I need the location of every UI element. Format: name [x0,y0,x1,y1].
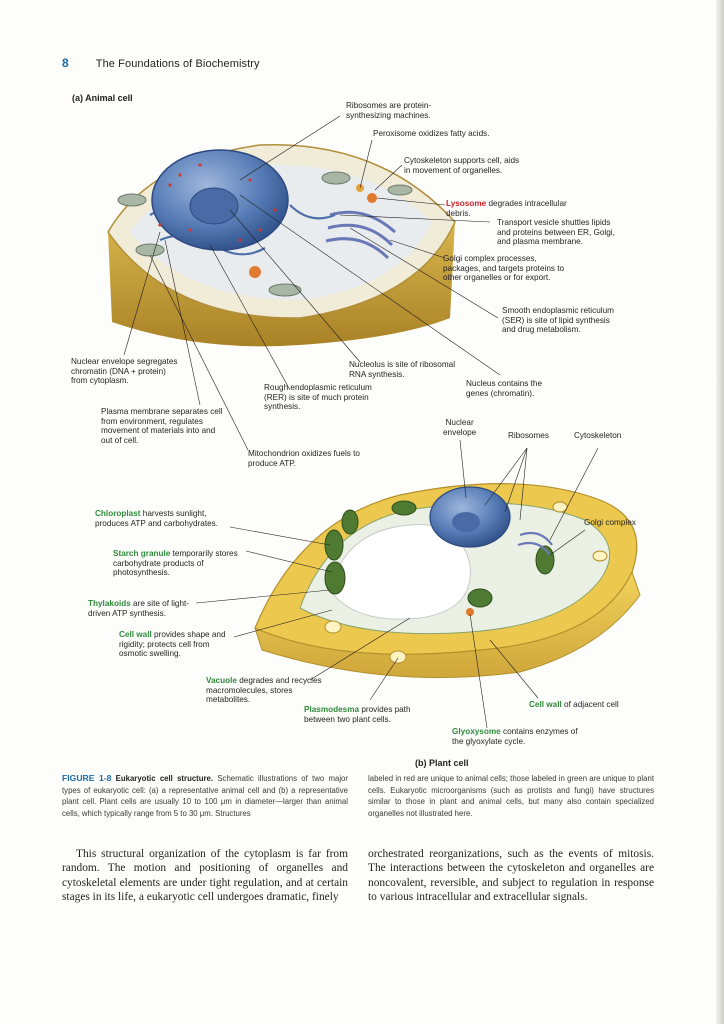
label-glyoxysome: Glyoxysome contains enzymes of the glyox… [452,727,578,746]
label-nuclear-envelope-animal: Nuclear envelope segregates chromatin (D… [71,357,178,386]
plant-leader-lines [195,439,599,729]
label-chloroplast-text: harvests sunlight, produces ATP and carb… [95,509,219,528]
label-ribosomes-plant: Ribosomes [508,431,549,440]
lysosome [367,193,377,203]
plant-golgi [517,531,553,556]
label-cell-wall-text: provides shape and rigidity; protects ce… [119,630,226,659]
label-plasma-membrane: Plasma membrane separates cell from envi… [101,407,223,445]
vacuole [329,524,471,620]
label-starch-granule: Starch granule temporarily stores carboh… [113,549,238,578]
golgi-stack [325,210,397,260]
term-lysosome: Lysosome [446,199,487,208]
animal-nucleolus [189,187,239,225]
wall-pits [324,501,608,664]
label-golgi-animal: Golgi complex processes, packages, and t… [443,254,565,283]
panel-b-title: (b) Plant cell [415,758,469,768]
term-plasmodesma: Plasmodesma [304,705,360,714]
plant-nucleolus [452,512,480,532]
label-chloroplast: Chloroplast harvests sunlight, produces … [95,509,218,528]
page-number: 8 [62,56,69,70]
label-nucleolus: Nucleolus is site of ribosomal RNA synth… [349,360,456,379]
label-adjacent-cell-wall: Cell wall of adjacent cell [529,700,619,710]
chloroplasts [324,500,555,608]
label-transport-vesicle: Transport vesicle shuttles lipids and pr… [497,218,615,247]
label-thylakoids-text: are site of light- driven ATP synthesis. [88,599,190,618]
term-adjacent-cell-wall: Cell wall [529,700,562,709]
label-rer: Rough endoplasmic reticulum (RER) is sit… [264,383,372,412]
animal-leader-lines [123,115,501,451]
label-golgi-plant: Golgi complex [584,518,636,527]
label-cell-wall: Cell wall provides shape and rigidity; p… [119,630,226,659]
page-header: 8 The Foundations of Biochemistry [62,56,260,70]
label-mitochondrion: Mitochondrion oxidizes fuels to produce … [248,449,360,468]
label-lysosome-text: degrades intracellular debris. [446,199,567,218]
term-chloroplast: Chloroplast [95,509,141,518]
label-vacuole: Vacuole degrades and recycles macromolec… [206,676,322,705]
figure-title: Eukaryotic cell structure. [115,774,214,783]
term-starch-granule: Starch granule [113,549,171,558]
label-ser: Smooth endoplasmic reticulum (SER) is si… [502,306,614,335]
label-peroxisome: Peroxisome oxidizes fatty acids. [373,129,490,138]
label-plasmodesma-text: provides path between two plant cells. [304,705,411,724]
label-ribosomes: Ribosomes are protein- synthesizing mach… [346,101,432,120]
figure-caption-left: FIGURE 1-8 Eukaryotic cell structure. Sc… [62,773,348,819]
running-title: The Foundations of Biochemistry [95,58,260,70]
figure-caption-right: labeled in red are unique to animal cell… [368,774,654,818]
label-starch-text: temporarily stores carbohydrate products… [113,549,238,578]
label-cytoskeleton-plant: Cytoskeleton [574,431,622,440]
label-plasmodesma: Plasmodesma provides path between two pl… [304,705,411,724]
glyoxysome [466,608,474,616]
label-nucleus: Nucleus contains the genes (chromatin). [466,379,543,398]
label-vacuole-text: degrades and recycles macromolecules, st… [206,676,322,705]
label-glyoxysome-text: contains enzymes of the glyoxylate cycle… [452,727,578,746]
label-nuclear-envelope-plant: Nuclear envelope [443,418,477,437]
animal-cell [107,143,456,347]
label-lysosome: Lysosome degrades intracellular debris. [446,199,567,218]
figure-label: FIGURE 1-8 [62,773,112,783]
caption-left-text: Schematic illustrations of two major typ… [62,774,348,818]
panel-a-title: (a) Animal cell [72,93,133,103]
body-paragraph-right: orchestrated reorganizations, such as th… [368,848,654,904]
vesicle [249,266,261,278]
plant-cell [254,483,641,679]
page-edge-shadow [716,0,724,1024]
ribosome-dots [158,163,277,242]
term-vacuole: Vacuole [206,676,237,685]
mitochondria [117,171,413,297]
body-paragraph-left: This structural organization of the cyto… [62,848,348,904]
label-thylakoids: Thylakoids are site of light- driven ATP… [88,599,189,618]
label-adjacent-wall-text: of adjacent cell [561,700,619,709]
term-glyoxysome: Glyoxysome [452,727,501,736]
label-cytoskeleton: Cytoskeleton supports cell, aids in move… [404,156,520,175]
term-cell-wall: Cell wall [119,630,152,639]
term-thylakoids: Thylakoids [88,599,131,608]
